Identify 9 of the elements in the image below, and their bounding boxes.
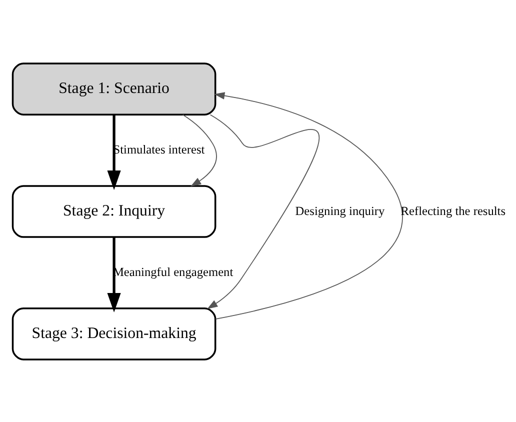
arrow bbox=[106, 236, 120, 312]
arrow bbox=[206, 114, 319, 308]
node-box: Stage 2: Inquiry bbox=[11, 184, 216, 238]
node-box: Stage 1: Scenario bbox=[11, 62, 216, 115]
arrow bbox=[214, 92, 402, 319]
node-box: Stage 3: Decision-making bbox=[11, 307, 216, 360]
edge-label: Designing inquiry bbox=[294, 203, 384, 218]
arrow bbox=[182, 114, 216, 186]
arrow bbox=[106, 114, 120, 190]
